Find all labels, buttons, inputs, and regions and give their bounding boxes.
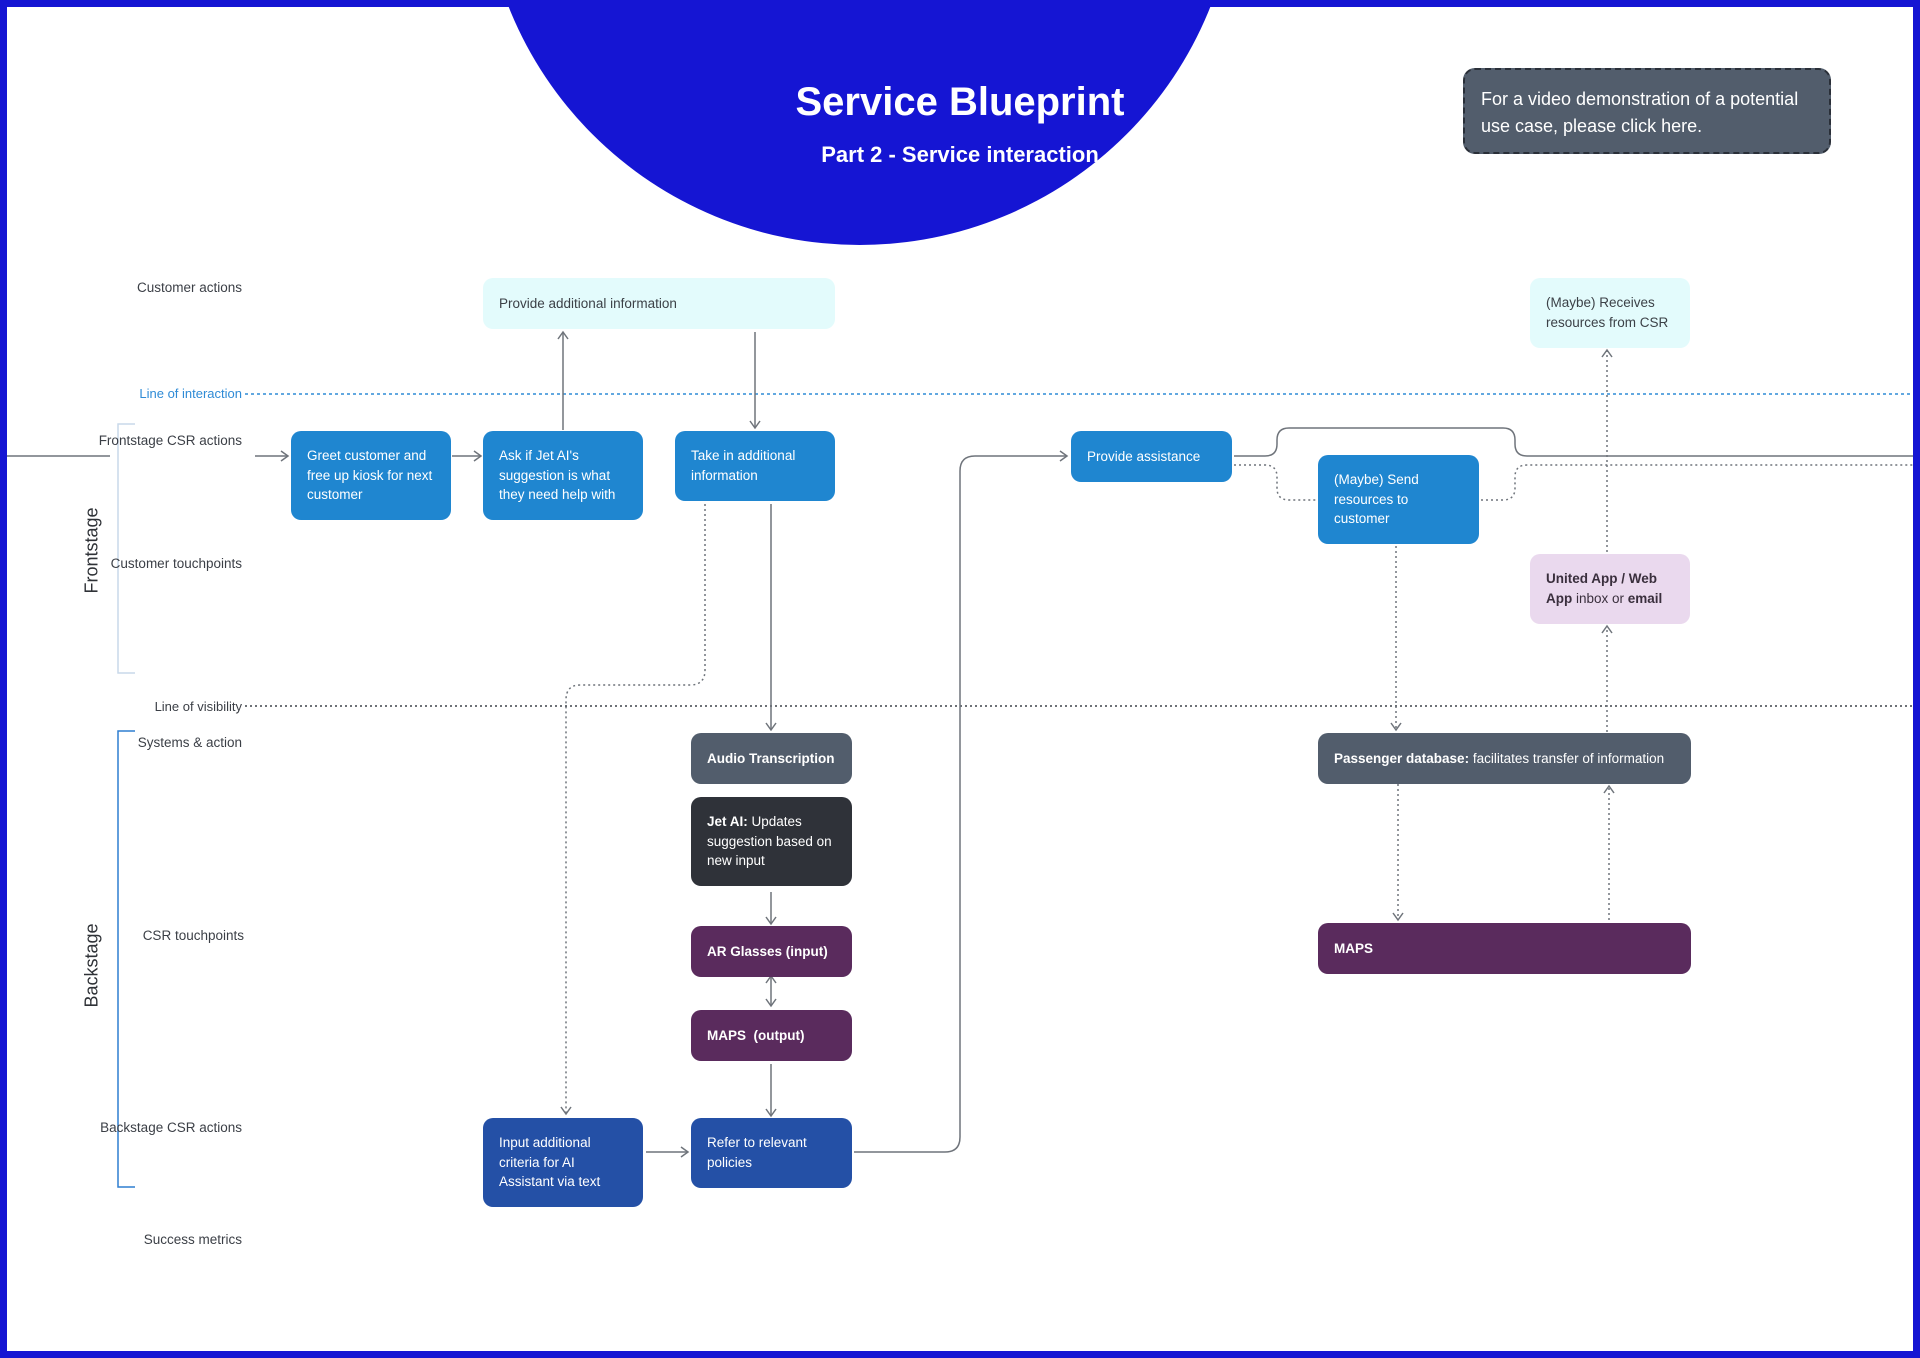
jet-ai-text: Updates suggestion based on new input [707, 814, 832, 868]
page-title: Service Blueprint [795, 80, 1125, 124]
passenger-db-label: Passenger database: [1334, 750, 1470, 766]
united-app-email: email [1627, 590, 1663, 606]
box-united-app: United App / Web App inbox or email [1530, 554, 1690, 624]
row-label-csr-touchpoints: CSR touchpoints [142, 928, 244, 943]
box-greet-customer: Greet customer and free up kiosk for nex… [291, 431, 451, 520]
row-label-customer-actions: Customer actions [136, 280, 242, 295]
box-ar-glasses: AR Glasses (input) [691, 926, 852, 977]
stage-label-frontstage: Frontstage [81, 507, 102, 594]
box-input-criteria: Input additional criteria for AI Assista… [483, 1118, 643, 1207]
dotted-send-resources [1234, 464, 1920, 501]
frontstage-bracket [117, 423, 135, 674]
box-maps: MAPS [1318, 923, 1691, 974]
box-refer-policies: Refer to relevant policies [691, 1118, 852, 1188]
box-jet-ai: Jet AI: Updates suggestion based on new … [691, 797, 852, 886]
row-label-backstage-csr-actions: Backstage CSR actions [100, 1120, 242, 1135]
video-demo-link[interactable]: For a video demonstration of a potential… [1463, 68, 1831, 154]
jet-ai-label: Jet AI: [707, 814, 748, 829]
united-app-mid: inbox or [1572, 590, 1628, 606]
box-provide-assistance: Provide assistance [1071, 431, 1232, 482]
row-label-success-metrics: Success metrics [143, 1232, 242, 1247]
line-of-interaction-label: Line of interaction [139, 386, 242, 401]
row-label-customer-touchpoints: Customer touchpoints [110, 556, 242, 571]
dotted-take-to-input [560, 504, 706, 1116]
box-ask-jet-ai: Ask if Jet AI's suggestion is what they … [483, 431, 643, 520]
page-subtitle: Part 2 - Service interaction [821, 142, 1099, 167]
box-receives-resources: (Maybe) Receives resources from CSR [1530, 278, 1690, 348]
box-maps-output: MAPS (output) [691, 1010, 852, 1061]
row-label-frontstage-csr-actions: Frontstage CSR actions [98, 433, 242, 448]
box-provide-additional-information: Provide additional information [483, 278, 835, 329]
backstage-bracket [117, 730, 135, 1188]
passenger-db-text: facilitates transfer of information [1469, 750, 1665, 766]
row-label-systems-action: Systems & action [137, 735, 242, 750]
box-audio-transcription: Audio Transcription [691, 733, 852, 784]
united-app-label: United App / Web App [1546, 571, 1657, 606]
box-send-resources: (Maybe) Send resources to customer [1318, 455, 1479, 544]
box-passenger-database: Passenger database: facilitates transfer… [1318, 733, 1691, 784]
line-of-visibility-label: Line of visibility [154, 699, 242, 714]
box-take-additional-information: Take in additional information [675, 431, 835, 501]
stage-label-backstage: Backstage [81, 923, 102, 1008]
connector-refer-to-assist [854, 450, 1069, 1153]
connector-assist-bump [1234, 427, 1920, 457]
